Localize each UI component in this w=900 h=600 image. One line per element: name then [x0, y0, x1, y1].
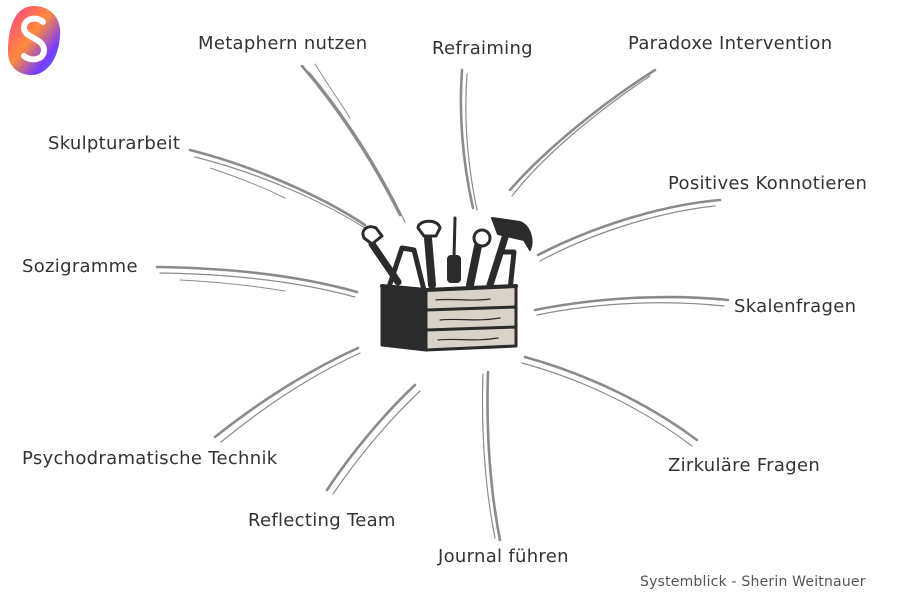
connector-reframing — [459, 68, 478, 211]
connector-skalen — [533, 295, 730, 316]
connector-sozigramme — [155, 265, 359, 298]
connector-journal — [481, 370, 502, 542]
connector-metaphern — [300, 63, 406, 223]
spanner-icon — [416, 219, 442, 289]
label-journal-fuehren: Journal führen — [438, 546, 569, 567]
connector-positiv — [536, 198, 722, 262]
label-metaphern-nutzen: Metaphern nutzen — [198, 33, 368, 54]
label-psychodramatische-technik: Psychodramatische Technik — [22, 448, 278, 469]
adjustable-wrench-icon — [466, 228, 492, 289]
connector-zirkulaer — [521, 355, 699, 447]
s-logo-icon — [8, 6, 61, 76]
credit-text: Systemblick - Sherin Weitnauer — [640, 574, 866, 590]
label-positives-konnotieren: Positives Konnotieren — [668, 173, 868, 194]
connector-paradox — [508, 68, 657, 197]
label-skalenfragen: Skalenfragen — [734, 296, 857, 317]
label-skulpturarbeit: Skulpturarbeit — [48, 133, 181, 154]
connector-psychodrama — [213, 346, 361, 443]
label-reflecting-team: Reflecting Team — [248, 510, 396, 531]
connector-reflecting — [325, 383, 421, 495]
label-paradoxe-intervention: Paradoxe Intervention — [628, 33, 833, 54]
hammer-icon — [486, 217, 533, 289]
connector-skulptur — [188, 148, 369, 231]
label-refraiming: Refraiming — [432, 38, 533, 59]
label-sozigramme: Sozigramme — [22, 256, 138, 277]
label-zirkulaere-fragen: Zirkuläre Fragen — [668, 455, 821, 476]
screwdriver-icon — [447, 216, 461, 283]
